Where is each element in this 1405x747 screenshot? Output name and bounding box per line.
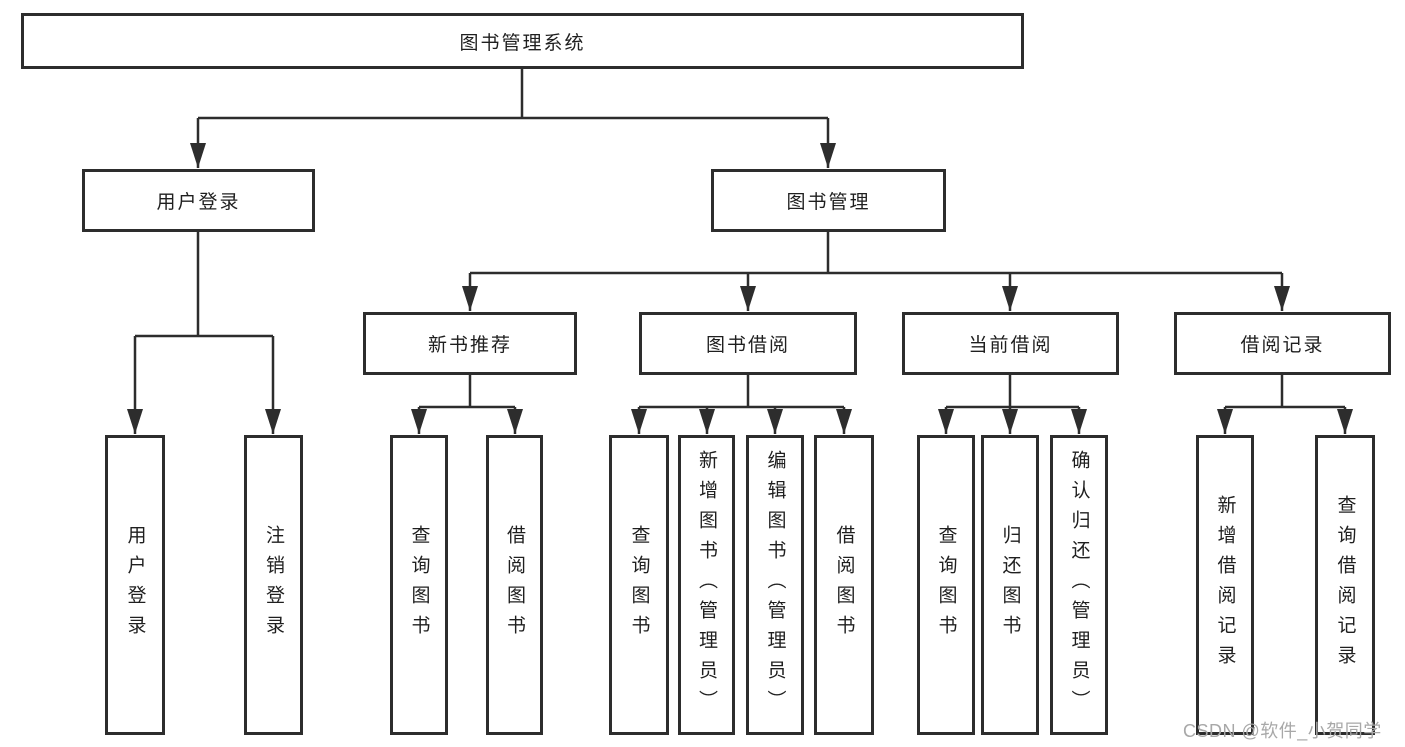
node-current-borrow: 当前借阅	[902, 312, 1119, 375]
leaf-borrow-books-borrow: 借阅图书	[814, 435, 874, 735]
node-user-login: 用户登录	[82, 169, 315, 232]
node-library-system: 图书管理系统	[21, 13, 1024, 69]
leaf-query-books-current: 查询图书	[917, 435, 975, 735]
node-book-borrow: 图书借阅	[639, 312, 857, 375]
connectors-book-management	[462, 232, 1290, 311]
leaf-user-login: 用户登录	[105, 435, 165, 735]
connectors-current-borrow	[938, 375, 1087, 434]
leaf-borrow-books-recommend: 借阅图书	[486, 435, 543, 735]
leaf-confirm-return-admin: 确认归还（管理员）	[1050, 435, 1108, 735]
connectors-borrow-records	[1217, 375, 1353, 434]
node-new-book-recommend: 新书推荐	[363, 312, 577, 375]
connectors-new-book-recommend	[411, 375, 523, 434]
leaf-edit-book-admin: 编辑图书（管理员）	[746, 435, 804, 735]
leaf-add-borrow-record: 新增借阅记录	[1196, 435, 1254, 735]
leaf-query-books-recommend: 查询图书	[390, 435, 448, 735]
leaf-return-book: 归还图书	[981, 435, 1039, 735]
connectors-book-borrow	[631, 375, 852, 434]
leaf-add-book-admin: 新增图书（管理员）	[678, 435, 735, 735]
node-borrow-records: 借阅记录	[1174, 312, 1391, 375]
leaf-logout: 注销登录	[244, 435, 303, 735]
csdn-watermark: CSDN @软件_小贺同学	[1183, 721, 1382, 741]
leaf-query-borrow-record: 查询借阅记录	[1315, 435, 1375, 735]
node-book-management: 图书管理	[711, 169, 946, 232]
connectors-user-login	[127, 232, 281, 434]
leaf-query-books-borrow: 查询图书	[609, 435, 669, 735]
connectors-root	[190, 69, 836, 168]
